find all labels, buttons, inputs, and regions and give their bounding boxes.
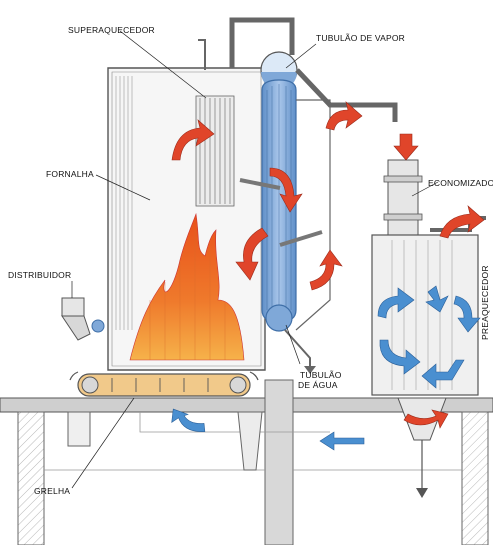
gas-arrow-4: [309, 249, 343, 291]
steam-drum: [229, 17, 398, 122]
leader-lines: [71, 30, 439, 489]
gas-arrow-3: [235, 227, 269, 281]
water-drum: [265, 304, 316, 374]
gas-arrow-8: [403, 409, 449, 429]
air-arrow-3: [453, 295, 481, 333]
ash-hopper: [237, 411, 263, 471]
label-superheater: SUPERAQUECEDOR: [68, 25, 155, 35]
gas-arrow-2: [269, 167, 303, 213]
label-grate: GRELHA: [34, 486, 70, 496]
furnace-flame: [129, 212, 245, 361]
label-distributor: DISTRIBUIDOR: [8, 270, 71, 280]
air-arrow-1: [377, 287, 415, 319]
air-arrow-4: [379, 339, 421, 375]
air-arrow-7: [171, 408, 206, 432]
gas-arrow-1: [171, 119, 215, 161]
air-arrow-6: [319, 431, 365, 451]
label-furnace: FORNALHA: [46, 169, 94, 179]
foundation: [0, 379, 493, 545]
air-arrow-2: [425, 285, 449, 313]
label-water-drum-line1: TUBULÃO: [300, 370, 342, 380]
fuel-distributor: [61, 297, 105, 341]
air-flow-arrows: [171, 285, 481, 451]
gas-arrow-5: [325, 101, 363, 131]
chain-grate: [67, 371, 259, 447]
label-preheater: PREAQUECEDOR: [480, 265, 490, 340]
air-arrow-5: [421, 359, 465, 389]
gas-flow-arrows: [171, 101, 485, 429]
gas-arrow-6: [393, 133, 419, 161]
label-water-drum-line2: DE ÁGUA: [298, 380, 338, 390]
label-economizer: ECONOMIZADOR: [428, 178, 493, 188]
superheater-bank: [195, 39, 235, 207]
labels: SUPERAQUECEDOR TUBULÃO DE VAPOR FORNALHA…: [8, 25, 493, 496]
gas-arrow-7: [439, 205, 485, 239]
second-pass-casing: [295, 99, 331, 331]
label-steam-drum: TUBULÃO DE VAPOR: [316, 33, 405, 43]
